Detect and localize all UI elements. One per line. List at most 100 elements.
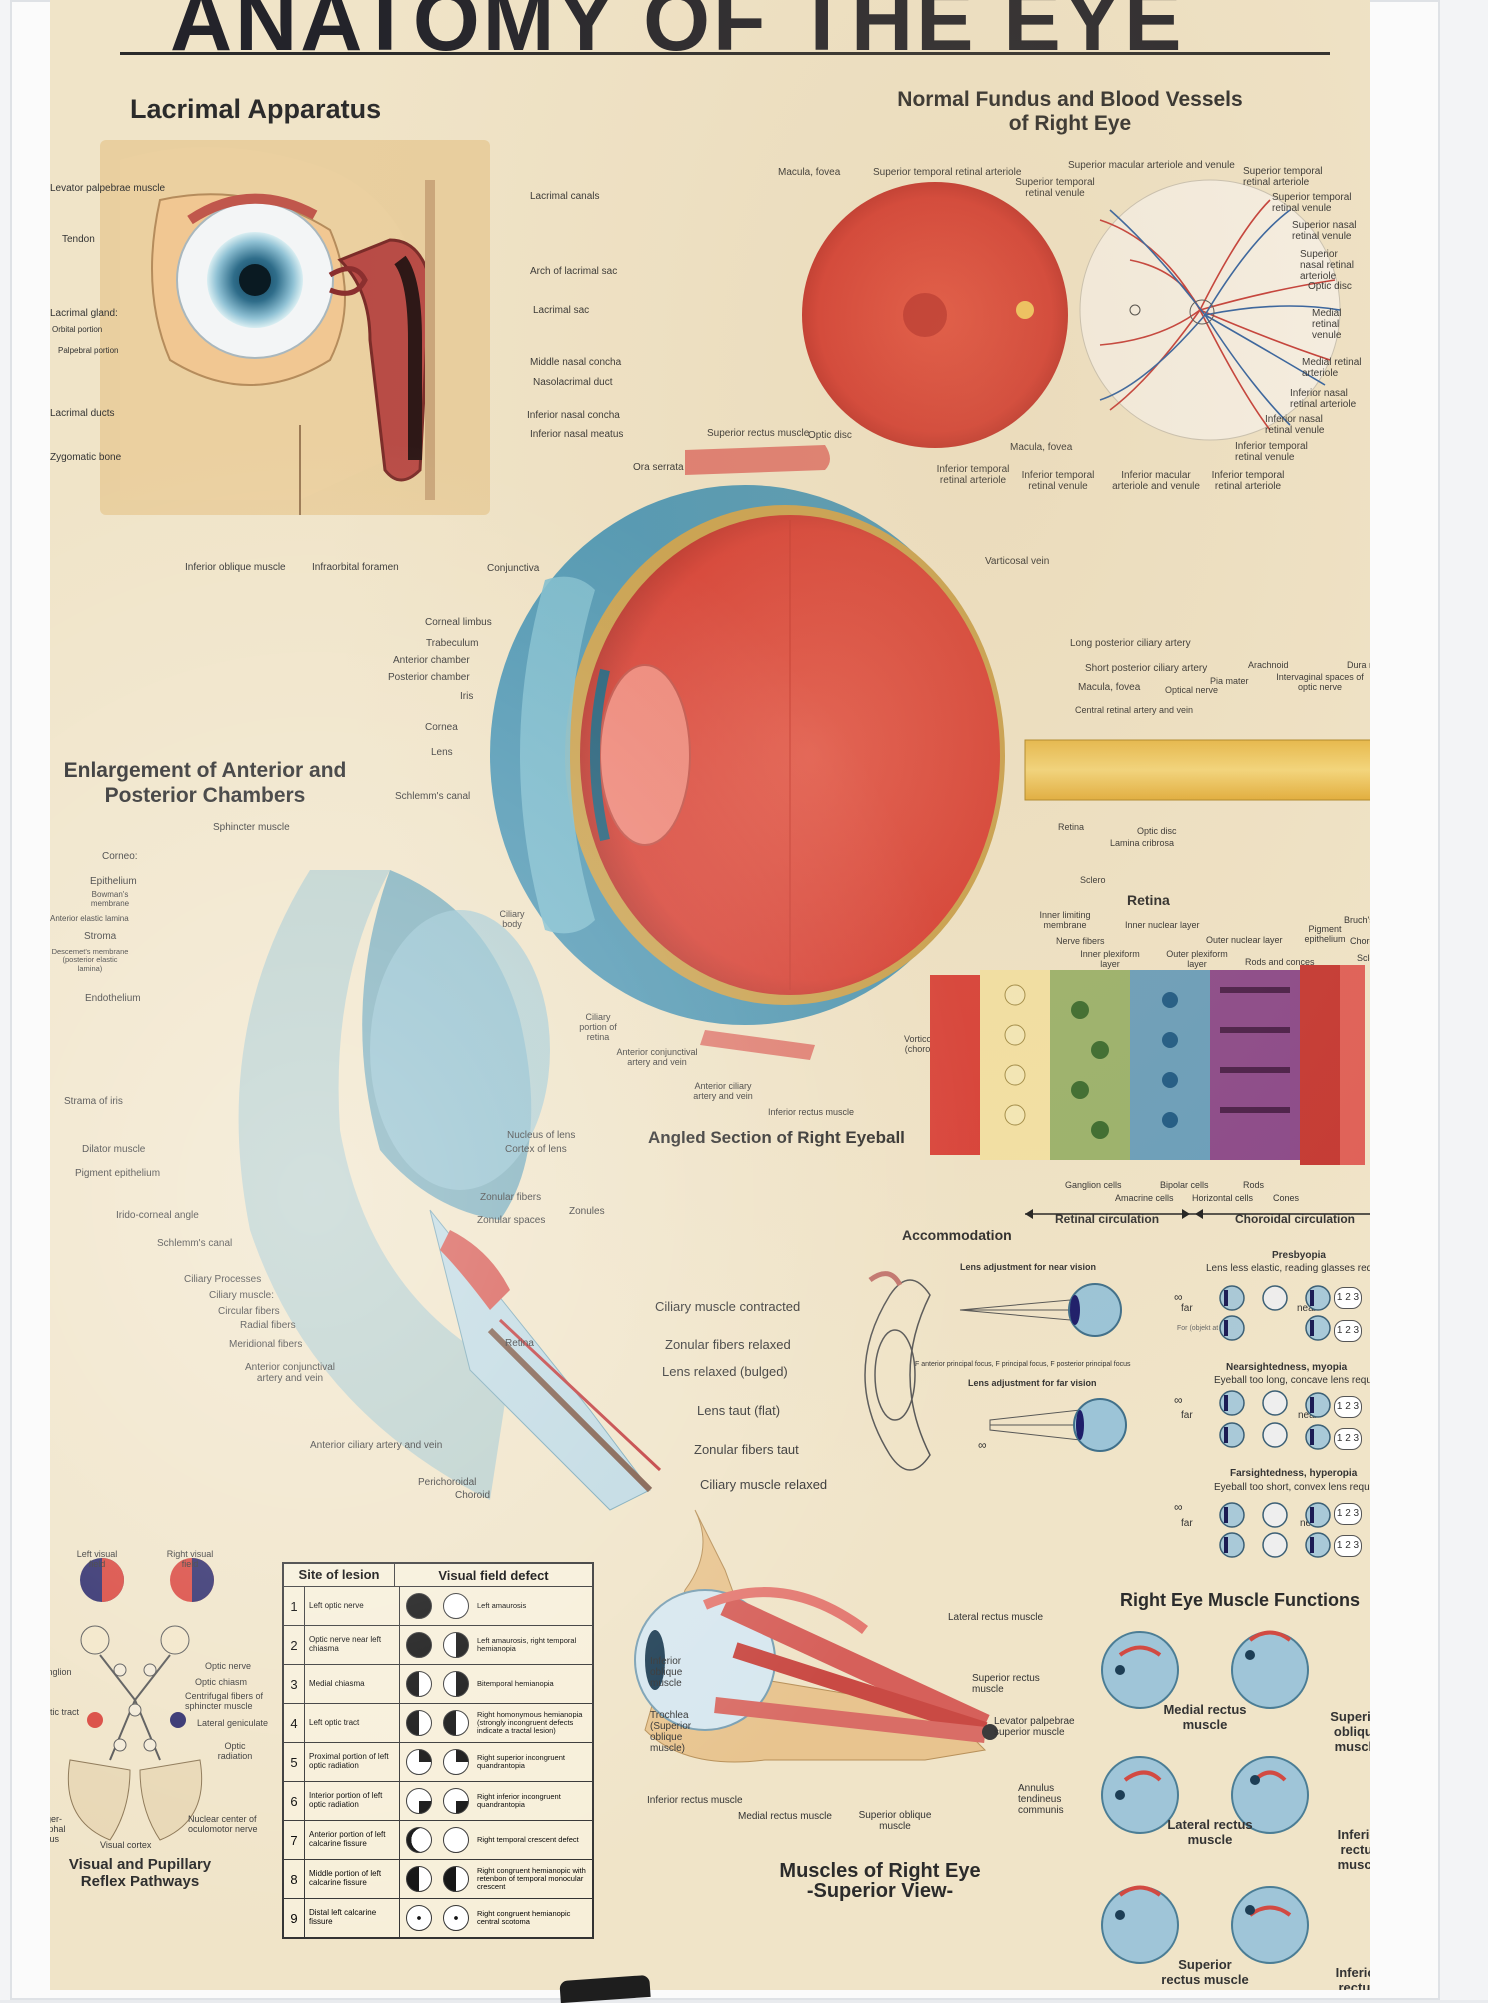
- enl-pigment: Pigment epithelium: [75, 1168, 161, 1179]
- left-eye-field: [405, 1749, 432, 1775]
- acc-zonular-relaxed: Zonular fibers relaxed: [665, 1337, 791, 1352]
- acc-myopia-desc: Eyeball too long, concave lens required: [1214, 1375, 1370, 1386]
- poster-title: ANATOMY OF THE EYE: [170, 0, 1185, 69]
- mus-superior-rectus: Superior rectus muscle: [972, 1673, 1040, 1695]
- eye-iris: Iris: [460, 691, 474, 702]
- ret-rods-cones: Rods and conces: [1245, 957, 1315, 967]
- acc-hyperopia-desc: Eyeball too short, convex lens required: [1214, 1482, 1370, 1493]
- acc-presbyopia-desc: Lens less elastic, reading glasses requi…: [1206, 1263, 1370, 1274]
- muscles-heading-top: Muscles of Right Eye: [779, 1860, 981, 1882]
- muscles-heading-bottom: -Superior View-: [806, 1880, 954, 1902]
- enl-cortex: Cortex of lens: [505, 1144, 567, 1155]
- acc-far-infinity: ∞: [978, 1438, 987, 1452]
- left-eye-field: [405, 1905, 432, 1931]
- fundus-sup-nasal-ven: Superior nasal retinal venule: [1292, 220, 1357, 242]
- lesion-table-head: Site of lesion Visual field defect: [284, 1564, 592, 1586]
- lacrimal-heading: Lacrimal Apparatus: [130, 94, 382, 124]
- fundus-illustration: [802, 179, 1341, 448]
- eye-retina: Retina: [1058, 822, 1085, 832]
- ret-bipolar: Bipolar cells: [1160, 1180, 1209, 1190]
- fundus-inf-temp-art: Inferior temporal retinal arteriole: [936, 464, 1010, 486]
- lesion-defect: Left amaurosis: [477, 1600, 527, 1610]
- vp-left-field: Left visual field: [76, 1549, 118, 1569]
- vp-edinger: Edinger-Westphal nucleus: [50, 1814, 66, 1844]
- eye-macula: Macula, fovea: [1078, 682, 1141, 693]
- enl-nucleus: Nucleus of lens: [507, 1130, 576, 1141]
- eye-intervaginal: Intervaginal spaces of optic nerve: [1276, 672, 1364, 692]
- eye-schlemm: Schlemm's canal: [395, 791, 471, 802]
- label-infraorbital: Infraorbital foramen: [312, 562, 399, 573]
- right-eye-field: [442, 1710, 469, 1736]
- acc-zonular-taut: Zonular fibers taut: [694, 1442, 799, 1457]
- fundus-optic-disc-r: Optic disc: [1308, 281, 1352, 292]
- lesion-field-diagrams: [400, 1905, 474, 1931]
- fundus-sup-mac: Superior macular arteriole and venule: [1068, 160, 1235, 171]
- enl-ciliary-processes: Ciliary Processes: [184, 1274, 262, 1285]
- acc-myopia-far: far: [1181, 1410, 1193, 1421]
- label-lacrimal-canals: Lacrimal canals: [530, 191, 600, 202]
- right-eye-field: [442, 1593, 469, 1619]
- eye-corneal-limbus: Corneal limbus: [425, 617, 492, 628]
- fundus-optic-disc-l: Optic disc: [808, 430, 852, 441]
- fundus-heading: Normal Fundus and Blood Vessels of Right…: [897, 88, 1243, 136]
- lesion-number: 8: [284, 1860, 305, 1898]
- mf-sup-oblique: Superior oblique muscle: [1330, 1709, 1370, 1754]
- right-eye-field: [442, 1866, 469, 1892]
- label-tendon: Tendon: [62, 234, 95, 245]
- eye-dura: Dura mater: [1347, 660, 1370, 670]
- lesion-defect: Right superior incongruent quandrantopia: [477, 1752, 565, 1770]
- fundus-inf-temp-ven: Inferior temporal retinal venule: [1021, 470, 1095, 492]
- fundus-macula: Macula, fovea: [778, 167, 841, 178]
- eye-posterior-chamber: Posterior chamber: [388, 672, 470, 683]
- lesion-site: Left optic nerve: [305, 1587, 400, 1625]
- ret-amacrine: Amacrine cells: [1115, 1193, 1174, 1203]
- right-eye-field: [442, 1671, 469, 1697]
- ret-ganglion: Ganglion cells: [1065, 1180, 1122, 1190]
- lesion-site: Medial chiasma: [305, 1665, 400, 1703]
- fundus-inf-mac: Inferior macular arteriole and venule: [1112, 470, 1200, 492]
- eye-central-retinal: Central retinal artery and vein: [1075, 705, 1194, 715]
- lesion-field-diagrams: [400, 1710, 474, 1736]
- right-eye-field: [442, 1905, 469, 1931]
- right-eye-field: [442, 1827, 469, 1853]
- mf-inf-oblique: Inferior rectus muscle: [1335, 1965, 1370, 1990]
- label-zygomatic: Zygomatic bone: [50, 452, 122, 463]
- label-lacrimal-ducts: Lacrimal ducts: [50, 408, 115, 419]
- ret-outer-nuclear: Outer nuclear layer: [1206, 935, 1283, 945]
- eye-short-post: Short posterior ciliary artery: [1085, 663, 1208, 674]
- label-inferior-meatus: Inferior nasal meatus: [530, 429, 624, 440]
- lesion-site: Optic nerve near left chiasma: [305, 1626, 400, 1664]
- enl-stroma: Stroma: [84, 931, 117, 942]
- ret-nerve-fibers: Nerve fibers: [1056, 936, 1105, 946]
- right-eye-field: [442, 1749, 469, 1775]
- lesion-defect: Left amaurosis, right temporal hemianopi…: [477, 1635, 577, 1653]
- right-eye-field: [442, 1788, 469, 1814]
- muscle-functions-heading: Right Eye Muscle Functions: [1120, 1590, 1361, 1610]
- lesion-defect: Right temporal crescent defect: [477, 1834, 579, 1844]
- eye-pia: Pia mater: [1210, 676, 1249, 686]
- fundus-sup-temp-ven: Superior temporal retinal venule: [1015, 177, 1095, 199]
- acc-ciliary-contracted: Ciliary muscle contracted: [655, 1299, 801, 1314]
- lesion-site: Interior portion of left optic radiation: [305, 1782, 400, 1820]
- ret-bruch: Bruch's membrane: [1344, 915, 1370, 925]
- acc-myopia-near: near: [1298, 1410, 1319, 1421]
- lesion-number: 3: [284, 1665, 305, 1703]
- mf-sup-rectus: Superior rectus muscle: [1161, 1957, 1249, 1987]
- eye-vorticosal-top: Varticosal vein: [985, 556, 1050, 567]
- enl-endothelium: Endothelium: [85, 993, 141, 1004]
- lesion-site: Anterior portion of left calcarine fissu…: [305, 1821, 400, 1859]
- label-lacrimal-gland: Lacrimal gland:: [50, 308, 118, 319]
- enl-bowman: Bowman's membrane: [90, 890, 130, 908]
- acc-chart-5: 1 2 3: [1334, 1503, 1362, 1525]
- acc-chart-1: 1 2 3: [1334, 1287, 1362, 1309]
- left-eye-field: [405, 1593, 432, 1619]
- eye-superior-rectus: Superior rectus muscle: [707, 428, 810, 439]
- vp-ciliary-ganglion: Ciliary ganglion: [50, 1667, 72, 1677]
- enl-epithelium: Epithelium: [90, 876, 137, 887]
- mus-medial-rectus: Medial rectus muscle: [738, 1811, 832, 1822]
